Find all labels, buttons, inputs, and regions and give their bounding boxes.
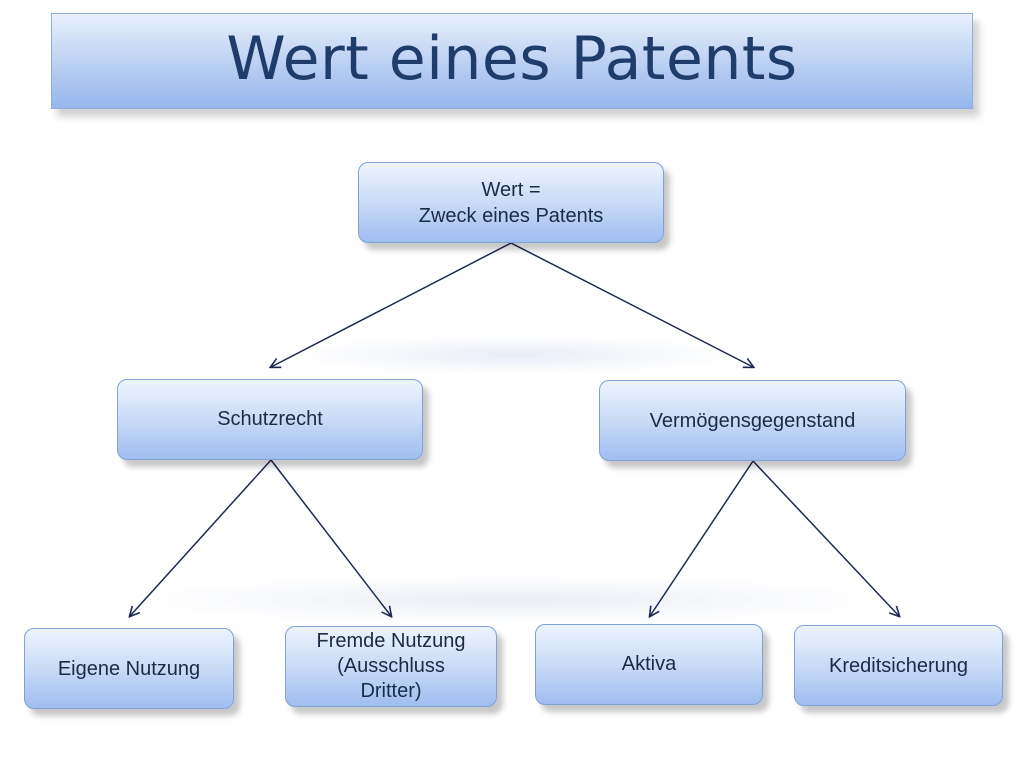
node-aktiva: Aktiva	[535, 624, 763, 705]
background-glow-lower	[120, 575, 900, 625]
node-vermoegensgegenstand: Vermögensgegenstand	[599, 380, 906, 461]
node-wert-zweck: Wert = Zweck eines Patents	[358, 162, 664, 243]
page-title: Wert eines Patents	[226, 24, 798, 94]
node-kreditsicherung: Kreditsicherung	[794, 625, 1003, 706]
title-banner: Wert eines Patents	[51, 13, 973, 109]
node-eigene-nutzung: Eigene Nutzung	[24, 628, 234, 709]
node-fremde-nutzung: Fremde Nutzung (Ausschluss Dritter)	[285, 626, 497, 707]
background-glow	[285, 335, 745, 375]
node-schutzrecht: Schutzrecht	[117, 379, 423, 460]
